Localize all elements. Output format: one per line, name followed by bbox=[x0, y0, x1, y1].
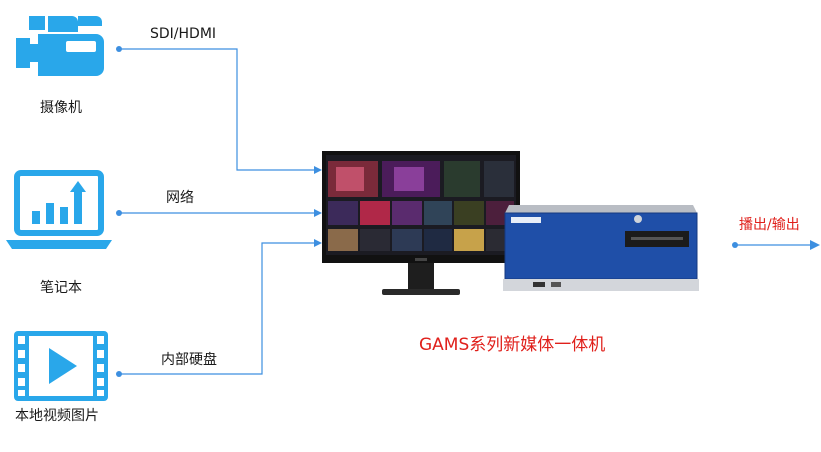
video-connector bbox=[119, 242, 314, 375]
system-label: GAMS系列新媒体一体机 bbox=[419, 335, 606, 355]
video-camera-icon bbox=[16, 16, 104, 76]
monitor-icon bbox=[322, 151, 520, 295]
rack-server-icon bbox=[503, 205, 699, 291]
laptop-label: 笔记本 bbox=[40, 280, 82, 296]
video-connection-label: 内部硬盘 bbox=[161, 352, 217, 368]
camera-label: 摄像机 bbox=[40, 100, 82, 116]
output-label: 播出/输出 bbox=[739, 217, 800, 233]
laptop-chart-icon bbox=[6, 170, 112, 249]
arrow-right-icon bbox=[810, 240, 820, 250]
laptop-connection-label: 网络 bbox=[166, 190, 194, 206]
camera-connector bbox=[119, 48, 314, 171]
video-file-icon bbox=[14, 331, 108, 401]
camera-connection-label: SDI/HDMI bbox=[150, 26, 217, 42]
video-label: 本地视频图片 bbox=[15, 408, 99, 424]
